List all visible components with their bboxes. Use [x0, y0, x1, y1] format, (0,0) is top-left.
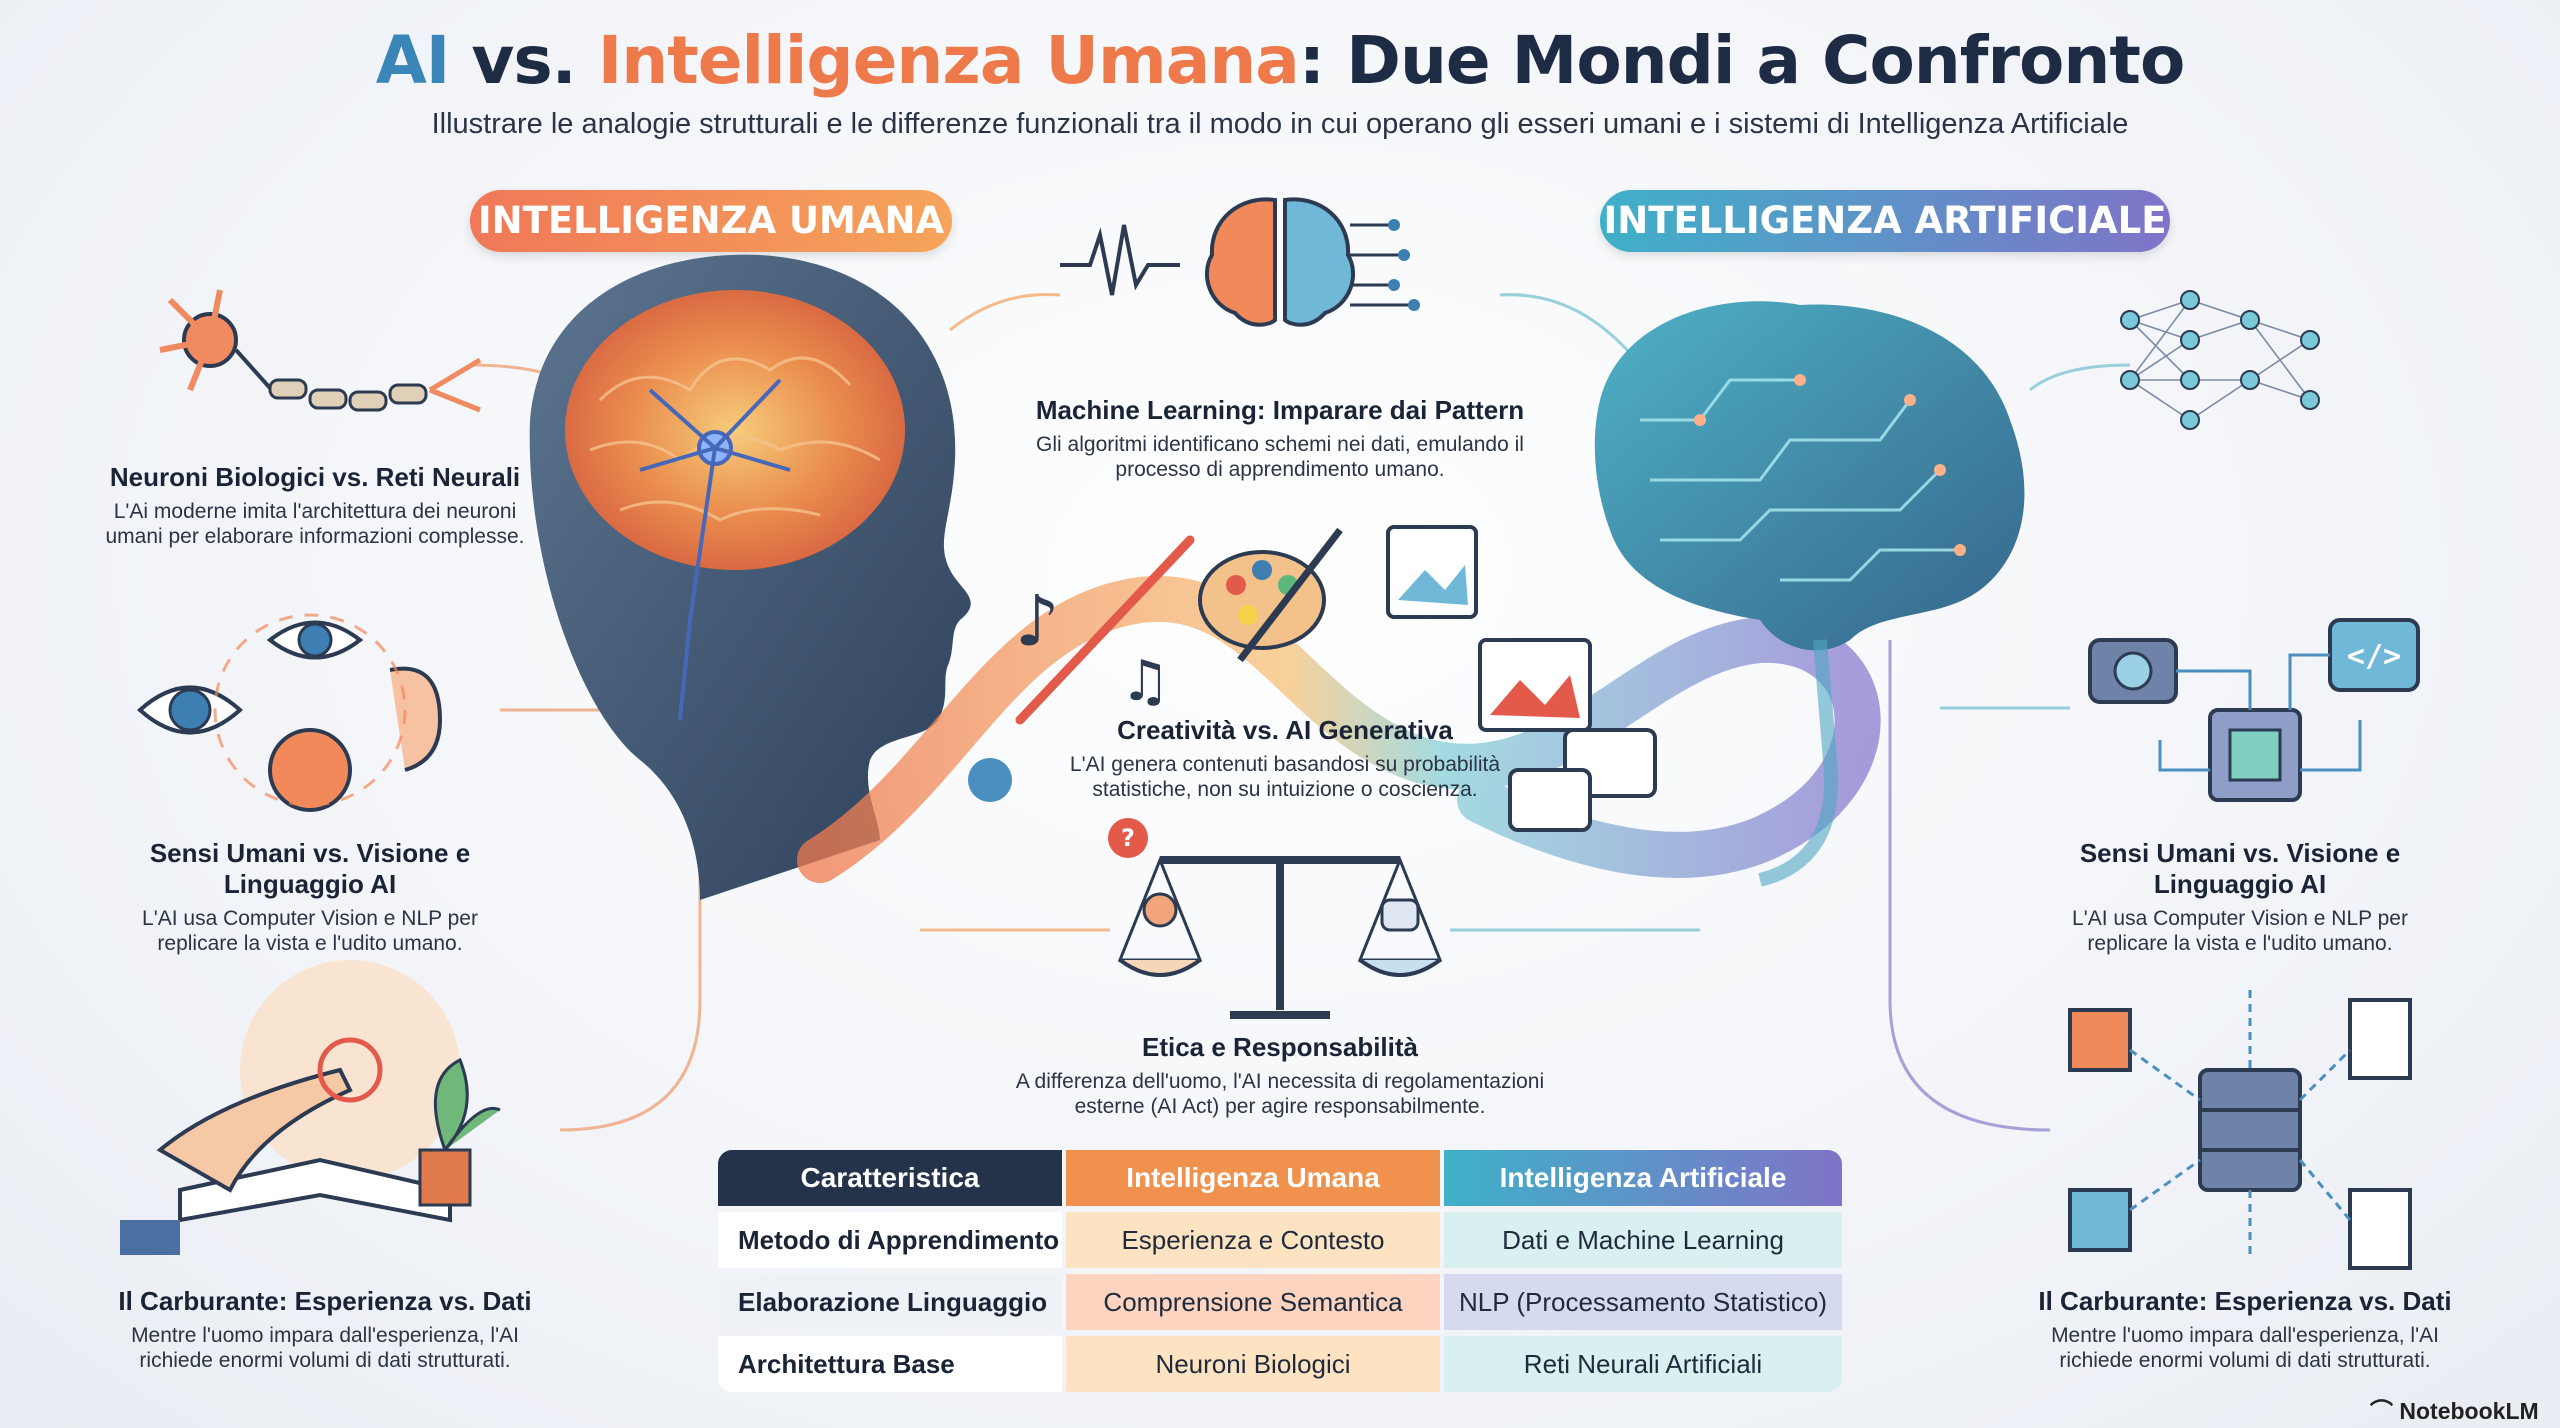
senses-icon: [137, 613, 443, 812]
brand-label: NotebookLM: [2399, 1398, 2539, 1424]
table-cell: Reti Neurali Artificiali: [1444, 1336, 1842, 1392]
caption-title: Il Carburante: Esperienza vs. Dati: [2038, 1286, 2452, 1316]
table-header-ai: Intelligenza Artificiale: [1444, 1150, 1842, 1206]
caption-text: A differenza dell'uomo, l'AI necessita d…: [1015, 1070, 1545, 1118]
table-cell: Esperienza e Contesto: [1066, 1212, 1440, 1268]
svg-text:?: ?: [1121, 824, 1135, 852]
experience-book-icon: [120, 960, 501, 1255]
neuron-icon: [159, 289, 482, 413]
ai-label-pill: INTELLIGENZA ARTIFICIALE: [1600, 190, 2170, 252]
title-vs: vs.: [449, 22, 598, 99]
caption-neurons: Neuroni Biologici vs. Reti Neurali L'Ai …: [100, 462, 530, 549]
caption-text: L'Ai moderne imita l'architettura dei ne…: [105, 500, 525, 548]
table-cell: Comprensione Semantica: [1066, 1274, 1440, 1330]
caption-text: L'AI usa Computer Vision e NLP per repli…: [2072, 907, 2408, 955]
table-row-label: Elaborazione Linguaggio: [718, 1274, 1062, 1330]
caption-machine-learning: Machine Learning: Imparare dai Pattern G…: [1010, 395, 1550, 482]
svg-text:♪: ♪: [1015, 580, 1060, 662]
caption-senses-right: Sensi Umani vs. Visione e Linguaggio AI …: [2050, 838, 2430, 956]
caption-fuel-right: Il Carburante: Esperienza vs. Dati Mentr…: [2025, 1286, 2465, 1373]
title-human: Intelligenza Umana: [597, 22, 1300, 99]
caption-ethics: Etica e Responsabilità A differenza dell…: [1000, 1032, 1560, 1119]
caption-fuel-left: Il Carburante: Esperienza vs. Dati Mentr…: [105, 1286, 545, 1373]
caption-title: Creatività vs. AI Generativa: [1117, 715, 1453, 745]
caption-title: Sensi Umani vs. Visione e Linguaggio AI: [149, 838, 471, 899]
caption-title: Machine Learning: Imparare dai Pattern: [1035, 395, 1525, 425]
title-ai: AI: [375, 22, 451, 99]
caption-title: Sensi Umani vs. Visione e Linguaggio AI: [2079, 838, 2401, 899]
neuron-in-brain-icon: [639, 378, 791, 721]
caption-text: L'AI genera contenuti basandosi su proba…: [1069, 753, 1501, 801]
caption-senses-left: Sensi Umani vs. Visione e Linguaggio AI …: [120, 838, 500, 956]
table-header-feature: Caratteristica: [718, 1150, 1062, 1206]
comparison-table: Caratteristica Intelligenza Umana Intell…: [718, 1150, 1842, 1396]
computer-vision-icon: </>: [2088, 618, 2420, 802]
caption-text: Mentre l'uomo impara dall'esperienza, l'…: [131, 1324, 519, 1372]
human-label-pill: INTELLIGENZA UMANA: [470, 190, 952, 252]
table-header-human: Intelligenza Umana: [1066, 1150, 1440, 1206]
ai-circuit-brain: [1594, 301, 2025, 887]
split-brain-icon: [1060, 197, 1420, 327]
creativity-icon: ♪ ♫: [968, 525, 1657, 832]
svg-text:</>: </>: [2347, 639, 2401, 674]
human-head: [529, 254, 971, 901]
page-title: AI vs. Intelligenza Umana: Due Mondi a C…: [0, 22, 2560, 99]
data-server-icon: [2068, 990, 2412, 1270]
ethics-scale-icon: ?: [1108, 818, 1443, 1019]
caption-title: Il Carburante: Esperienza vs. Dati: [118, 1286, 532, 1316]
brand-icon: ⌒: [2370, 1398, 2400, 1424]
table-cell: NLP (Processamento Statistico): [1444, 1274, 1842, 1330]
caption-title: Etica e Responsabilità: [1142, 1032, 1418, 1062]
page-subtitle: Illustrare le analogie strutturali e le …: [431, 108, 2129, 140]
table-row-label: Metodo di Apprendimento: [718, 1212, 1062, 1268]
table-cell: Dati e Machine Learning: [1444, 1212, 1842, 1268]
caption-text: L'AI usa Computer Vision e NLP per repli…: [142, 907, 478, 955]
title-rest: : Due Mondi a Confronto: [1298, 22, 2185, 99]
neural-network-icon: [2120, 290, 2320, 430]
caption-text: Mentre l'uomo impara dall'esperienza, l'…: [2051, 1324, 2439, 1372]
svg-text:♫: ♫: [1120, 649, 1170, 714]
brand-watermark: ⌒ NotebookLM: [2370, 1392, 2539, 1426]
caption-creativity: Creatività vs. AI Generativa L'AI genera…: [1040, 715, 1530, 802]
caption-text: Gli algoritmi identificano schemi nei da…: [1036, 433, 1524, 481]
table-cell: Neuroni Biologici: [1066, 1336, 1440, 1392]
caption-title: Neuroni Biologici vs. Reti Neurali: [109, 462, 521, 492]
table-row-label: Architettura Base: [718, 1336, 1062, 1392]
